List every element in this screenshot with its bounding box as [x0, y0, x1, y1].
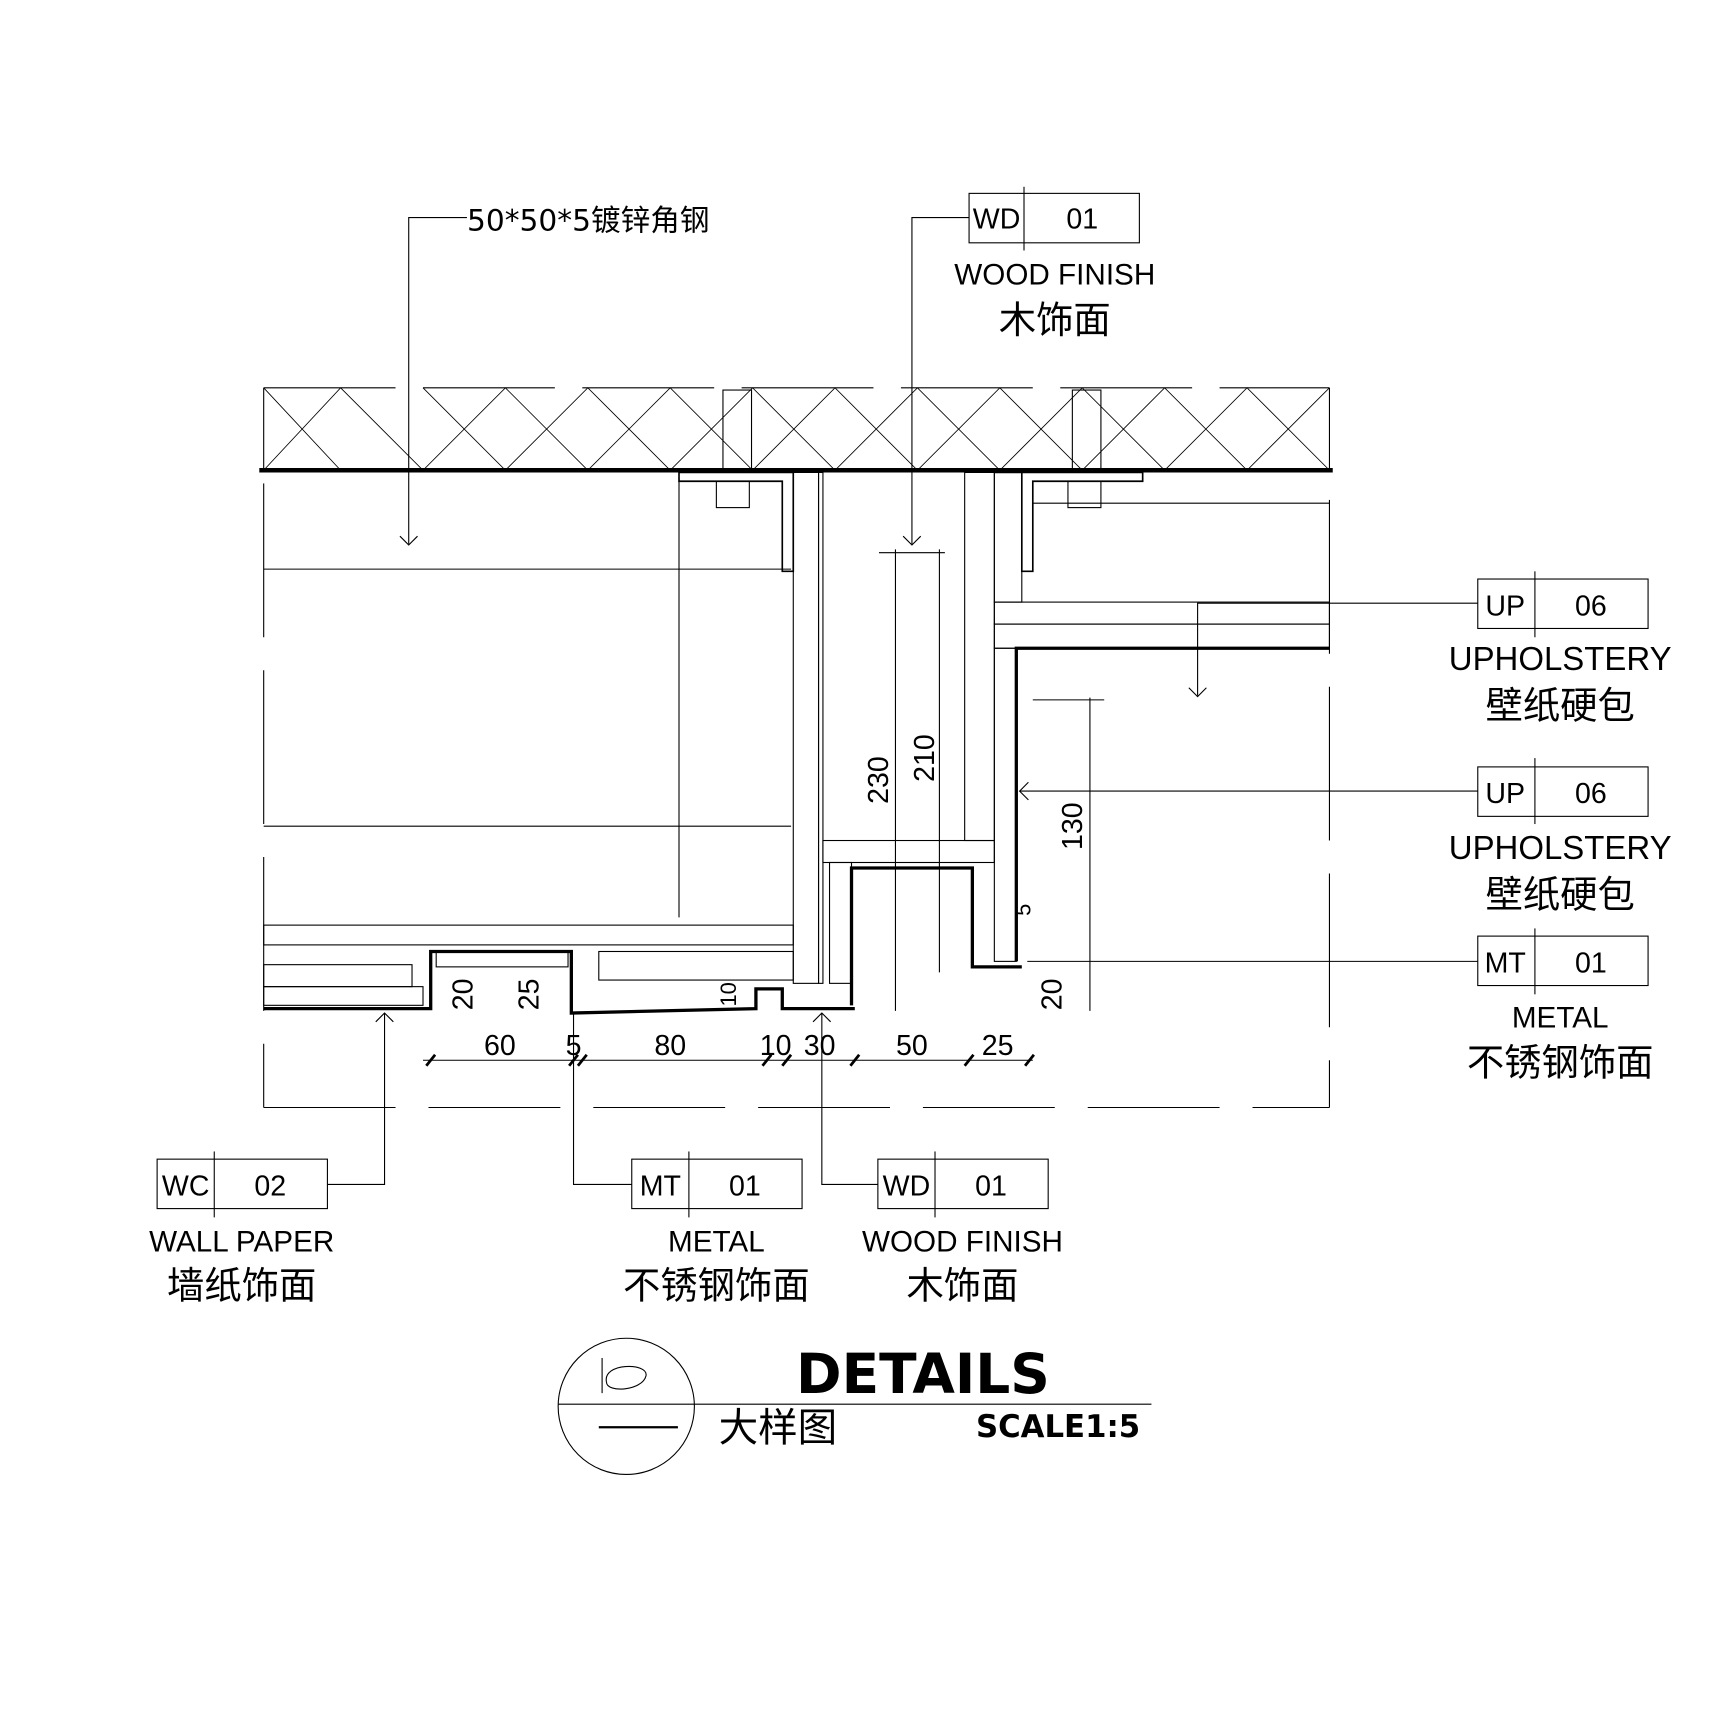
dimensions: 60 5 80 10 30 50 25 230 210 130 20 20 25… — [423, 549, 1105, 1067]
svg-text:不锈钢饰面: 不锈钢饰面 — [623, 1264, 810, 1308]
material-tag-mt01-right: MT 01 METAL 不锈钢饰面 — [1467, 928, 1654, 1085]
svg-text:WD: WD — [973, 204, 1021, 236]
svg-text:METAL: METAL — [668, 1225, 765, 1258]
detail-frame — [263, 477, 1330, 1109]
dim-h-30: 30 — [804, 1030, 836, 1062]
svg-text:壁纸硬包: 壁纸硬包 — [1485, 873, 1634, 917]
svg-text:墙纸饰面: 墙纸饰面 — [167, 1264, 316, 1308]
svg-text:WD: WD — [883, 1170, 931, 1202]
svg-text:WC: WC — [162, 1170, 210, 1202]
svg-text:06: 06 — [1575, 778, 1607, 810]
svg-text:UP: UP — [1485, 590, 1525, 622]
dim-v-230: 230 — [863, 756, 895, 804]
material-tag-up06-lower: UP 06 UPHOLSTERY 壁纸硬包 — [1449, 758, 1672, 917]
dim-h-80: 80 — [654, 1030, 686, 1062]
material-tag-wc02: WC 02 WALL PAPER 墙纸饰面 — [149, 1151, 334, 1308]
dim-h-60: 60 — [484, 1030, 516, 1062]
dim-h-50: 50 — [896, 1030, 928, 1062]
wood-panels — [792, 471, 1023, 1006]
svg-text:WOOD FINISH: WOOD FINISH — [862, 1225, 1063, 1258]
title-details: DETAILS — [796, 1342, 1050, 1406]
dim-v-10: 10 — [716, 982, 741, 1006]
svg-text:UPHOLSTERY: UPHOLSTERY — [1449, 829, 1672, 866]
svg-text:壁纸硬包: 壁纸硬包 — [1485, 684, 1634, 728]
steel-angle-note: 50*50*5镀锌角钢 — [467, 203, 710, 238]
svg-text:02: 02 — [254, 1170, 286, 1202]
dim-h-25: 25 — [982, 1030, 1014, 1062]
svg-text:MT: MT — [1485, 947, 1526, 979]
svg-text:01: 01 — [1575, 947, 1607, 979]
bottom-layers — [263, 924, 855, 1015]
leader-lines — [327, 216, 1478, 1185]
dim-v-25: 25 — [513, 978, 545, 1010]
svg-text:METAL: METAL — [1512, 1001, 1609, 1034]
svg-text:06: 06 — [1575, 590, 1607, 622]
dim-v-5: 5 — [1011, 904, 1036, 916]
material-tag-wd01-top: WD 01 WOOD FINISH 木饰面 — [954, 186, 1155, 342]
dim-v-130: 130 — [1057, 802, 1089, 850]
material-tag-up06-upper: UP 06 UPHOLSTERY 壁纸硬包 — [1449, 571, 1672, 728]
upholstery-panel — [993, 601, 1330, 962]
svg-text:MT: MT — [640, 1170, 681, 1202]
svg-text:木饰面: 木饰面 — [906, 1264, 1018, 1308]
angle-steel — [678, 471, 1144, 573]
title-block: DETAILS 大样图 SCALE1:5 — [557, 1337, 1152, 1476]
svg-text:木饰面: 木饰面 — [999, 298, 1111, 342]
svg-text:WALL PAPER: WALL PAPER — [149, 1225, 334, 1258]
dim-v-210: 210 — [909, 734, 941, 782]
dim-h-10: 10 — [760, 1030, 792, 1062]
svg-text:UP: UP — [1485, 778, 1525, 810]
title-chinese: 大样图 — [719, 1406, 838, 1452]
dim-v-20-left: 20 — [447, 978, 479, 1010]
material-tag-wd01-bottom: WD 01 WOOD FINISH 木饰面 — [862, 1151, 1063, 1308]
svg-text:WOOD FINISH: WOOD FINISH — [954, 259, 1155, 292]
title-scale: SCALE1:5 — [976, 1409, 1140, 1445]
svg-text:UPHOLSTERY: UPHOLSTERY — [1449, 640, 1672, 677]
dim-v-20-right: 20 — [1036, 978, 1068, 1010]
material-tag-mt01-bottom: MT 01 METAL 不锈钢饰面 — [623, 1151, 810, 1308]
svg-text:01: 01 — [975, 1170, 1007, 1202]
svg-text:01: 01 — [729, 1170, 761, 1202]
concrete-slab — [259, 387, 1333, 473]
svg-text:01: 01 — [1066, 204, 1098, 236]
svg-text:不锈钢饰面: 不锈钢饰面 — [1467, 1041, 1654, 1085]
